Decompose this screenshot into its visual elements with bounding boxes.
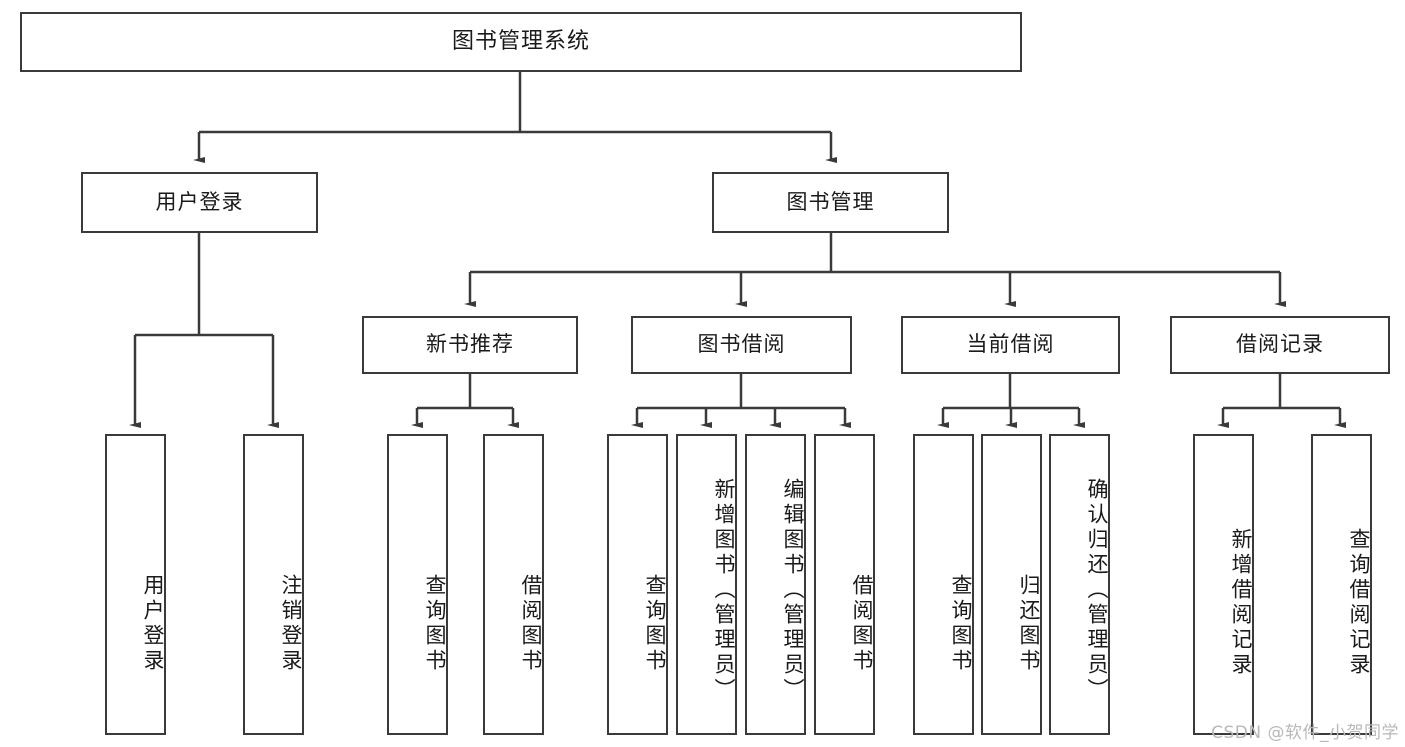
node-book-borrow-label: 图书借阅 [697,332,786,357]
node-root[interactable]: 图书管理系统 [20,12,1022,72]
leaf-label: 查询借阅记录 [1347,527,1371,678]
leaf-label: 编辑图书（管理员） [781,478,805,703]
leaf-label: 新增图书（管理员） [712,478,736,703]
leaf-new-book-query[interactable]: 查询图书 [387,434,448,735]
leaf-user-login-login[interactable]: 用户登录 [105,434,166,735]
leaf-label: 借阅图书 [519,573,543,674]
leaf-label: 借阅图书 [850,573,874,674]
node-current-borrow-label: 当前借阅 [966,332,1055,357]
leaf-label: 查询图书 [949,573,973,674]
leaf-record-add-record[interactable]: 新增借阅记录 [1193,434,1254,735]
node-user-login[interactable]: 用户登录 [81,172,318,233]
node-book-borrow[interactable]: 图书借阅 [631,316,852,374]
node-book-management-label: 图书管理 [786,189,875,214]
leaf-label: 归还图书 [1017,573,1041,674]
leaf-borrow-borrow-book[interactable]: 借阅图书 [814,434,875,735]
leaf-borrow-query-book[interactable]: 查询图书 [607,434,668,735]
leaf-label: 查询图书 [423,573,447,674]
node-borrow-record[interactable]: 借阅记录 [1170,316,1390,374]
node-user-login-label: 用户登录 [155,189,244,214]
leaf-current-confirm-return[interactable]: 确认归还（管理员） [1049,434,1110,735]
node-book-management[interactable]: 图书管理 [712,172,949,233]
node-new-book-recommend[interactable]: 新书推荐 [362,316,578,374]
node-new-book-recommend-label: 新书推荐 [426,332,514,357]
leaf-label: 注销登录 [279,573,303,674]
leaf-current-return-book[interactable]: 归还图书 [981,434,1042,735]
node-current-borrow[interactable]: 当前借阅 [901,316,1120,374]
leaf-borrow-edit-book[interactable]: 编辑图书（管理员） [745,434,806,735]
watermark-text: CSDN @软件_小贺同学 [1211,723,1399,743]
node-root-label: 图书管理系统 [451,28,590,54]
leaf-user-login-logout[interactable]: 注销登录 [243,434,304,735]
leaf-record-query-record[interactable]: 查询借阅记录 [1311,434,1372,735]
node-borrow-record-label: 借阅记录 [1236,332,1324,357]
leaf-borrow-add-book[interactable]: 新增图书（管理员） [676,434,737,735]
leaf-label: 查询图书 [643,573,667,674]
leaf-current-query-book[interactable]: 查询图书 [913,434,974,735]
leaf-label: 新增借阅记录 [1229,527,1253,678]
leaf-label: 确认归还（管理员） [1085,478,1109,703]
leaf-label: 用户登录 [141,573,165,674]
leaf-new-book-borrow[interactable]: 借阅图书 [483,434,544,735]
